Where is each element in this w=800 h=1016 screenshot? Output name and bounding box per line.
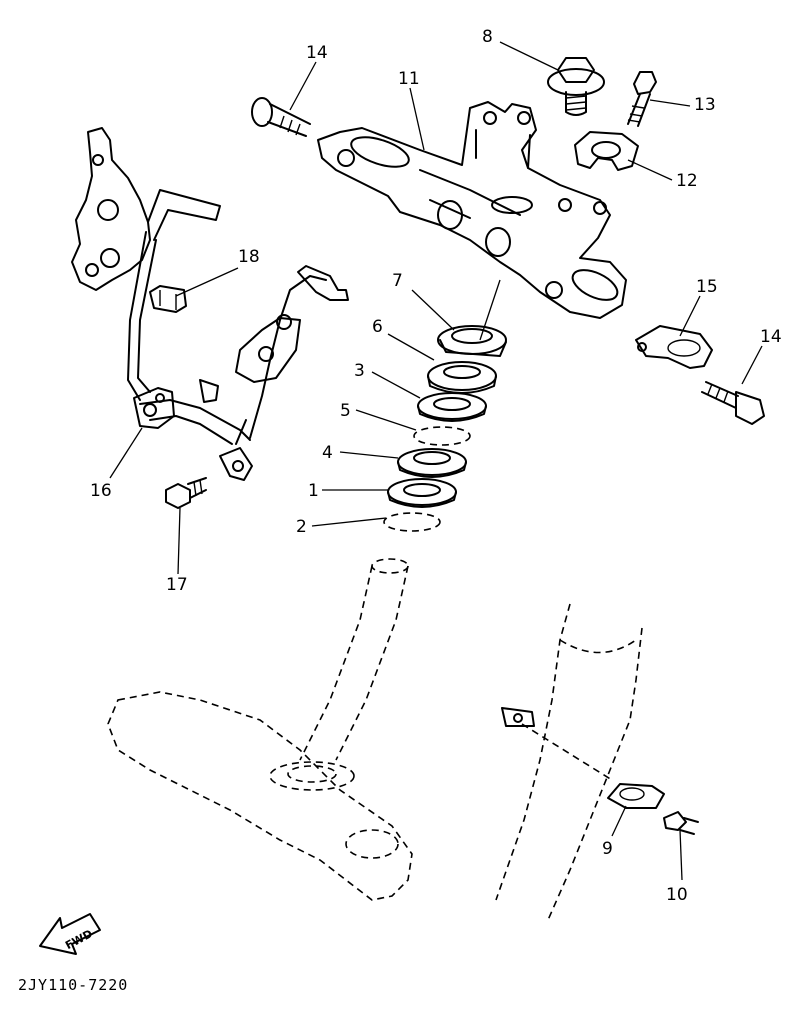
fwd-label: FWD xyxy=(63,927,95,952)
bolt-14-left xyxy=(251,97,311,137)
callout-13: 13 xyxy=(694,95,716,115)
callout-2: 2 xyxy=(296,517,307,537)
callout-4: 4 xyxy=(322,443,333,463)
callout-3: 3 xyxy=(354,361,365,381)
callout-5: 5 xyxy=(340,401,351,421)
callout-14-right: 14 xyxy=(760,327,782,347)
flange-bolt xyxy=(547,57,605,116)
fwd-arrow-icon: FWD xyxy=(39,913,101,955)
steering-nut xyxy=(437,325,507,357)
bearing-race-3 xyxy=(417,392,487,422)
fork-clamp-9 xyxy=(607,783,665,809)
cable-clamp-15 xyxy=(635,325,713,369)
washer-6 xyxy=(427,361,497,394)
callout-labels: 8 11 13 12 14 14 15 7 6 3 5 4 1 2 18 16 … xyxy=(90,27,782,905)
under-bracket xyxy=(107,558,413,901)
callout-11: 11 xyxy=(398,69,420,89)
drawing-code: 2JY110-7220 xyxy=(18,976,128,994)
grommet-18 xyxy=(149,285,187,313)
callout-1: 1 xyxy=(308,481,319,501)
bolt-10 xyxy=(663,811,699,835)
bearing-race-4 xyxy=(397,448,467,478)
bolt-17 xyxy=(165,477,207,509)
callout-18: 18 xyxy=(238,247,260,267)
bolt-14-right xyxy=(701,381,765,425)
callout-16: 16 xyxy=(90,481,112,501)
callout-12: 12 xyxy=(676,171,698,191)
leader-lines xyxy=(109,41,763,881)
handlebar-holder xyxy=(574,131,639,171)
callout-15: 15 xyxy=(696,277,718,297)
callout-9: 9 xyxy=(602,839,613,859)
callout-8: 8 xyxy=(482,27,493,47)
callout-6: 6 xyxy=(372,317,383,337)
callout-7: 7 xyxy=(392,271,403,291)
callout-14-left: 14 xyxy=(306,43,328,63)
headlight-stay xyxy=(71,127,349,481)
callout-10: 10 xyxy=(666,885,688,905)
ball-bearing-5 xyxy=(413,426,471,446)
callout-17: 17 xyxy=(166,575,188,595)
upper-bracket xyxy=(317,101,627,319)
cable-guide-16 xyxy=(133,387,175,429)
bearing-race-1 xyxy=(387,478,457,508)
front-fork xyxy=(495,603,643,921)
ball-bearing-2 xyxy=(383,512,441,532)
bolt-13 xyxy=(627,71,657,127)
